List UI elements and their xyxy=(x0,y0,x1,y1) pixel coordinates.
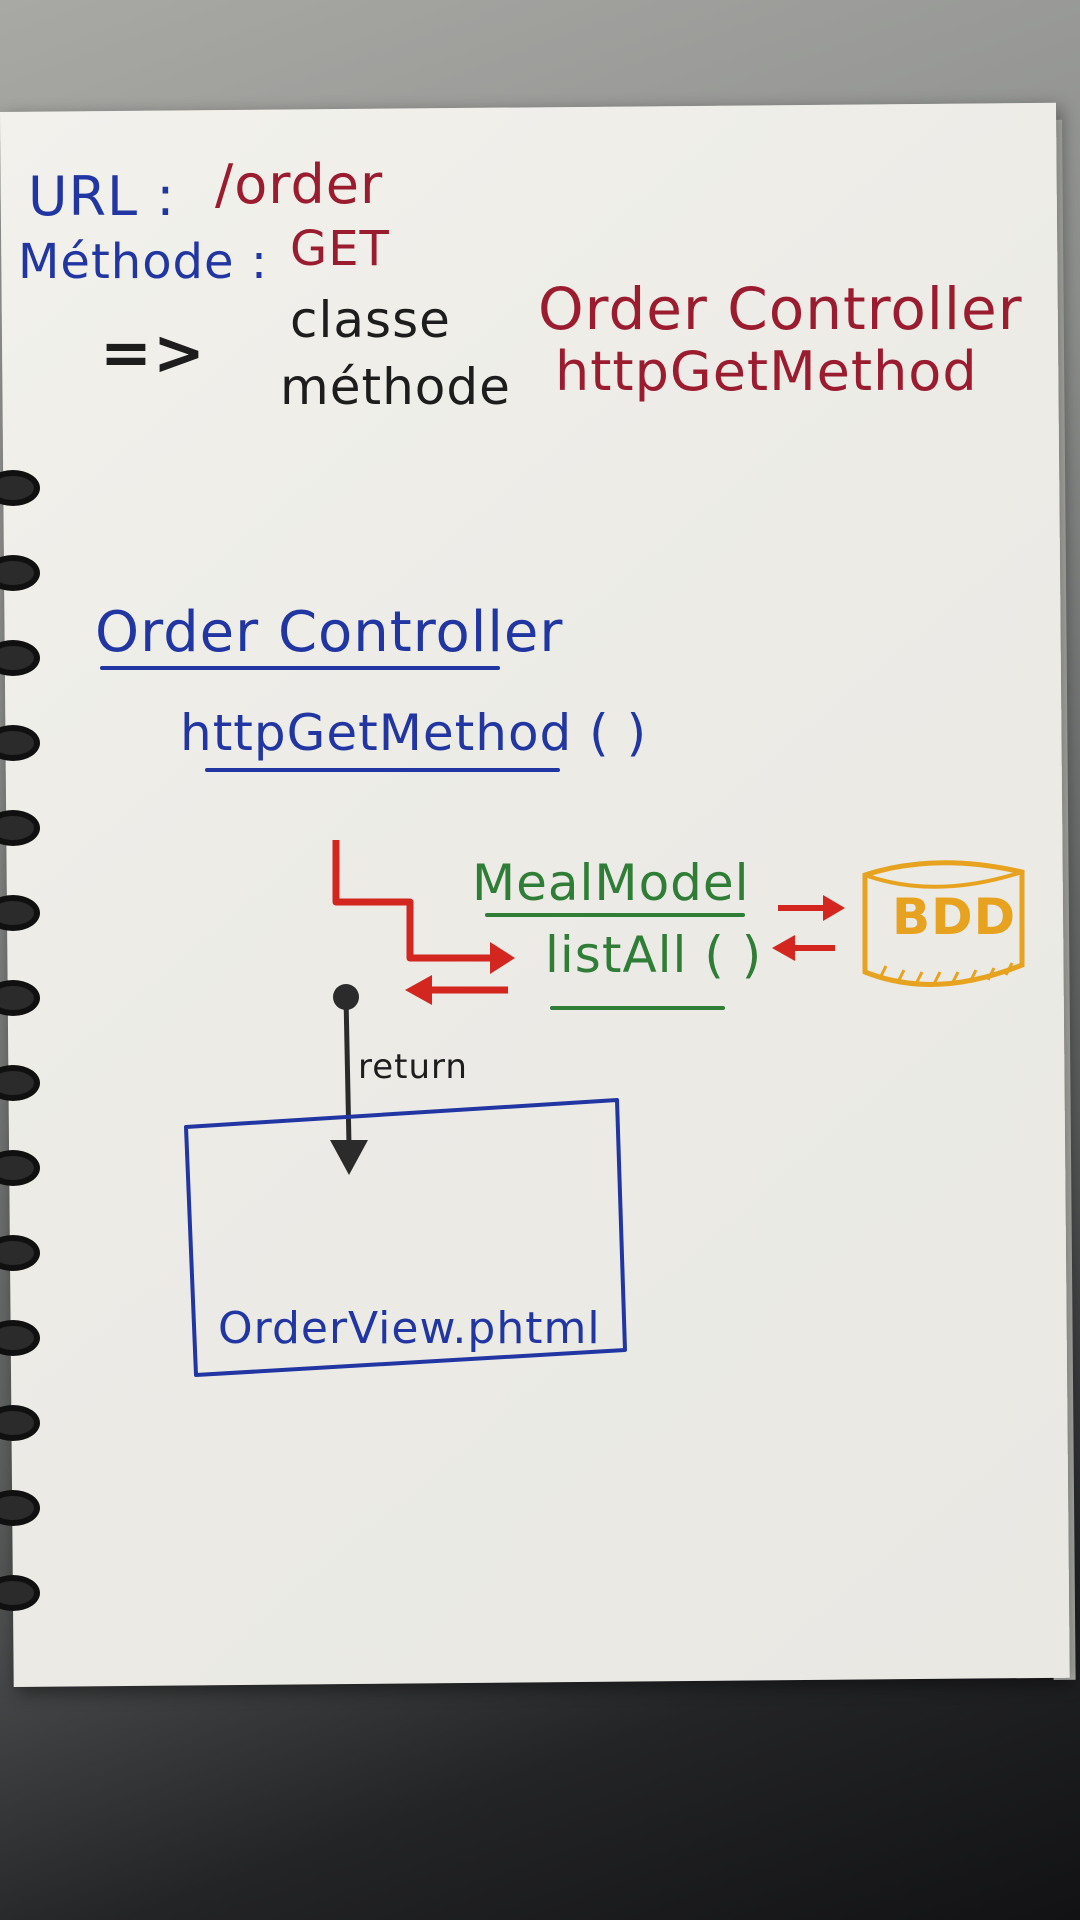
database-hatching xyxy=(878,962,1014,985)
return-label: return xyxy=(358,1047,468,1087)
method2-value: httpGetMethod xyxy=(555,340,978,403)
controller-method: httpGetMethod ( ) xyxy=(180,704,648,762)
url-label: URL : xyxy=(28,165,176,228)
class-value: Order Controller xyxy=(538,275,1023,343)
method2-label: méthode xyxy=(280,358,511,416)
query-arrow-head xyxy=(823,895,845,921)
method-label: Méthode : xyxy=(18,234,268,290)
controller-title: Order Controller xyxy=(95,600,564,665)
return-arrow-line xyxy=(343,996,352,1146)
model-name-underline xyxy=(485,913,745,917)
implies-arrow: => xyxy=(100,316,206,389)
url-value: /order xyxy=(215,153,384,216)
call-arrow-head xyxy=(490,942,515,974)
result-arrow-head xyxy=(405,975,432,1005)
return-arrow-head xyxy=(330,1140,368,1175)
spiral-ring xyxy=(0,555,40,591)
model-method: listAll ( ) xyxy=(545,926,763,984)
spiral-ring xyxy=(0,470,40,506)
controller-title-underline xyxy=(100,666,500,670)
database-bucket xyxy=(862,860,1025,987)
view-name: OrderView.phtml xyxy=(218,1303,601,1354)
database-bucket-rim xyxy=(864,870,1023,889)
view-box xyxy=(184,1098,627,1377)
database-label: BDD xyxy=(892,888,1017,946)
response-arrow-head xyxy=(772,935,795,961)
method-value: GET xyxy=(290,221,390,277)
model-method-underline xyxy=(550,1006,725,1010)
call-arrow-line xyxy=(332,840,495,962)
class-label: classe xyxy=(290,291,451,349)
controller-method-underline xyxy=(205,768,560,772)
model-name: MealModel xyxy=(472,854,750,912)
